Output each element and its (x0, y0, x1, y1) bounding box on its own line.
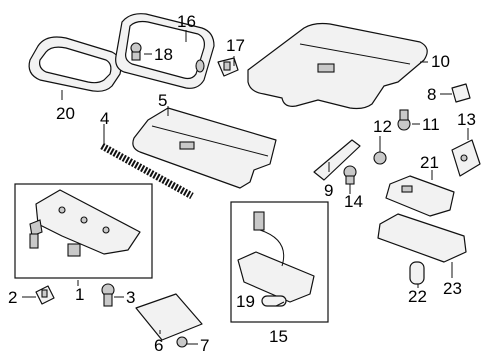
callout-21: 21 (420, 153, 439, 172)
part-10-headliner (247, 22, 428, 110)
part-19-bulb (261, 295, 287, 307)
part-23-lens (377, 213, 467, 263)
callout-11: 11 (422, 115, 440, 134)
part-21-lamp-housing (385, 175, 455, 217)
part-15-box (230, 201, 329, 323)
part-2-clip (35, 285, 55, 305)
part-1-box (14, 183, 153, 279)
part-4-weatherstrip (100, 142, 194, 200)
part-15-map-lamp (237, 211, 315, 303)
callout-7: 7 (200, 336, 209, 355)
part-17-clip (217, 57, 239, 77)
part-22-bulb (409, 261, 425, 285)
leader-lines (22, 30, 469, 345)
part-20-trim-ring (28, 36, 122, 92)
callout-12: 12 (373, 117, 392, 136)
part-6-lid (135, 293, 203, 341)
part-14-screw (343, 165, 357, 185)
callout-4: 4 (100, 109, 109, 128)
part-3-bolt (101, 283, 115, 307)
part-16-console-panel (115, 13, 215, 89)
callout-14: 14 (344, 192, 363, 211)
callout-9: 9 (324, 181, 333, 200)
callout-16: 16 (177, 12, 196, 31)
callout-8: 8 (427, 85, 436, 104)
callout-1: 1 (75, 285, 84, 304)
callout-23: 23 (443, 279, 462, 298)
callout-17: 17 (226, 36, 245, 55)
callout-15: 15 (269, 327, 288, 346)
callout-18: 18 (154, 45, 173, 64)
part-13-switch (451, 139, 481, 177)
part-18-screw (130, 42, 142, 61)
part-8-clip (451, 83, 471, 103)
callout-19: 19 (236, 292, 255, 311)
part-5-headliner-section (132, 107, 277, 189)
callout-3: 3 (126, 288, 135, 307)
callout-22: 22 (408, 287, 427, 306)
part-11-bolt (397, 109, 411, 131)
callout-13: 13 (457, 110, 476, 129)
callout-2: 2 (8, 288, 17, 307)
callout-6: 6 (154, 336, 163, 355)
part-1-overhead-console (29, 189, 141, 257)
part-9-bracket (313, 139, 361, 181)
callout-20: 20 (56, 104, 75, 123)
part-7-screw (176, 336, 188, 348)
callout-10: 10 (431, 52, 450, 71)
part-12-bolt (373, 151, 387, 165)
callout-5: 5 (158, 91, 167, 110)
